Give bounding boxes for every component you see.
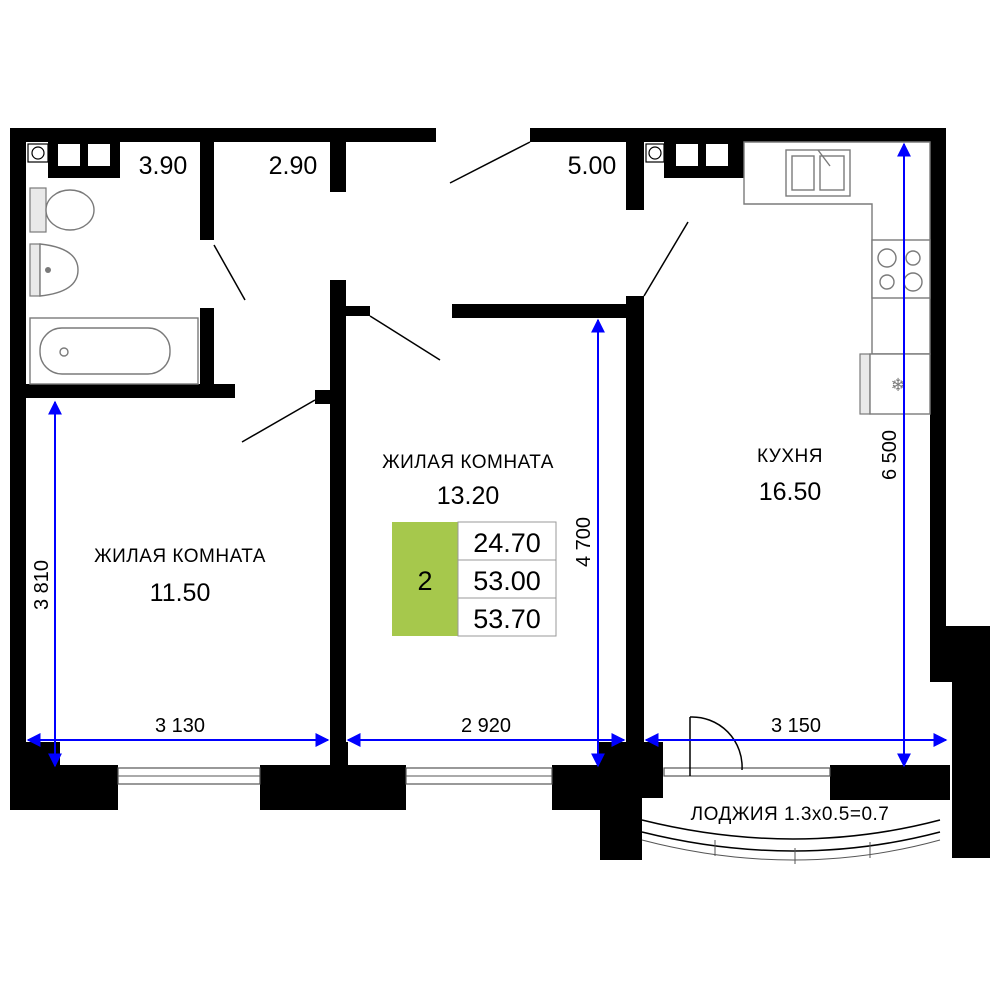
room1-area: 11.50 [150, 579, 211, 607]
kitchen-width: 3 150 [771, 715, 821, 737]
room1-width: 3 130 [155, 715, 205, 737]
fridge-icon: ❄ [859, 353, 931, 415]
living-area-value: 24.70 [473, 528, 541, 558]
vent-icon [27, 142, 744, 178]
walls [10, 128, 990, 860]
room1-name: ЖИЛАЯ КОМНАТА [94, 546, 266, 567]
dimension-lines [26, 142, 948, 768]
room2-width: 2 920 [461, 715, 511, 737]
stove-icon [871, 239, 931, 299]
loggia [641, 819, 941, 864]
room-labels: 3.90 2.90 5.00 ЖИЛАЯ КОМНАТА 11.50 ЖИЛАЯ… [94, 152, 889, 825]
summary-table: 2 24.70 53.00 53.70 [392, 521, 557, 637]
room1-depth: 3 810 [31, 560, 53, 610]
sink-icon [29, 243, 79, 297]
hall-area: 2.90 [269, 152, 318, 180]
total-with-loggia-value: 53.70 [473, 604, 541, 634]
dimension-labels: 3 130 2 920 3 150 3 810 4 700 6 500 [31, 430, 901, 737]
rooms-count: 2 [417, 566, 432, 596]
kitchen-name: КУХНЯ [757, 446, 823, 467]
corridor-area: 5.00 [568, 152, 617, 180]
windows [117, 767, 831, 785]
toilet-icon [29, 187, 95, 233]
total-area-value: 53.00 [473, 566, 541, 596]
bathtub-icon [29, 317, 199, 385]
kitchen-sink-icon [743, 141, 931, 355]
room2-depth: 4 700 [573, 517, 595, 567]
bathroom-area: 3.90 [139, 152, 188, 180]
door-swings [213, 141, 743, 776]
kitchen-area: 16.50 [759, 478, 822, 506]
loggia-label: ЛОДЖИЯ 1.3x0.5=0.7 [691, 804, 890, 825]
room2-name: ЖИЛАЯ КОМНАТА [382, 452, 554, 473]
kitchen-depth: 6 500 [879, 430, 901, 480]
rooms-count-badge [392, 522, 458, 636]
room2-area: 13.20 [437, 482, 500, 510]
